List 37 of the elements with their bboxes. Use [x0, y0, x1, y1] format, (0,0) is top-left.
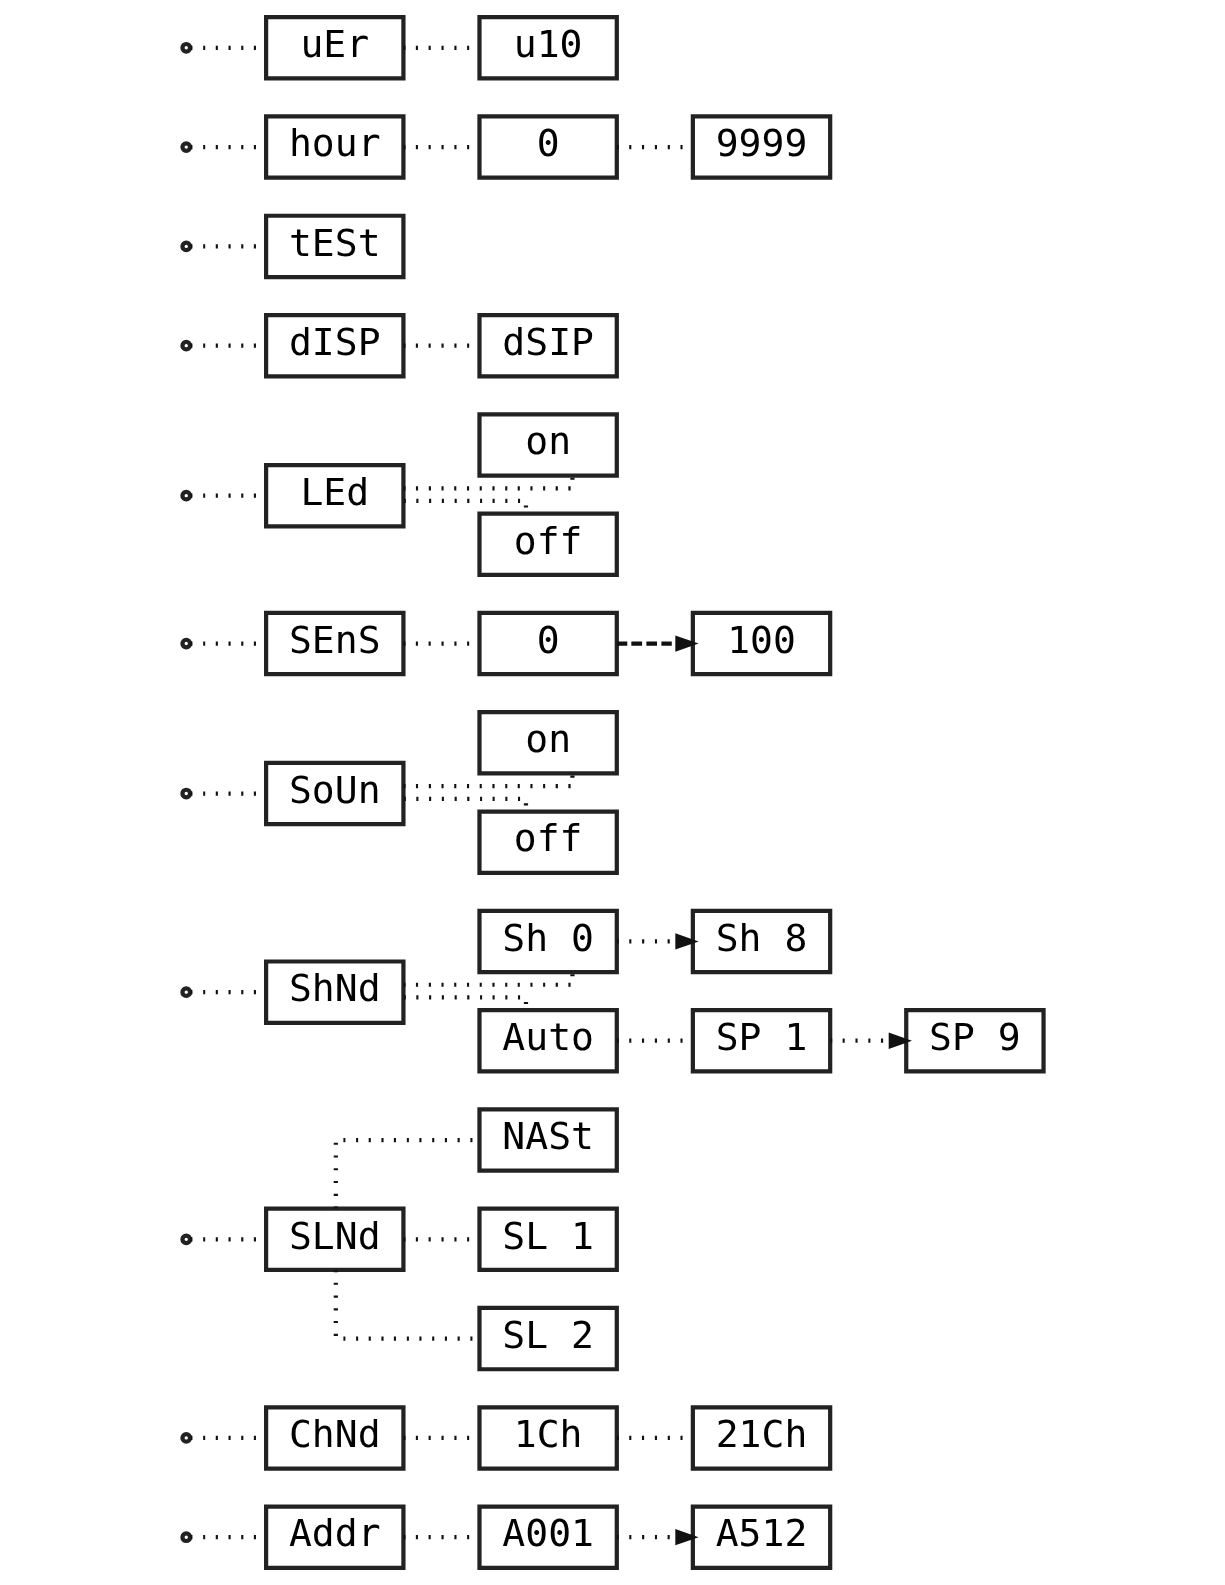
- node-box: Addr: [263, 1504, 406, 1570]
- node-box: hour: [263, 114, 406, 180]
- node-box: 1Ch: [476, 1405, 619, 1471]
- node-box: 21Ch: [690, 1405, 832, 1471]
- node-box: Auto: [476, 1008, 619, 1074]
- node-box: off: [476, 511, 619, 577]
- node-box: 0: [476, 114, 619, 180]
- node-box: Sh 8: [690, 908, 832, 975]
- node-box: SL 2: [476, 1305, 619, 1372]
- node-box: 9999: [690, 114, 832, 180]
- node-box: SLNd: [263, 1206, 406, 1273]
- node-box: ShNd: [263, 959, 406, 1025]
- node-box: uEr: [263, 15, 406, 81]
- node-box: SL 1: [476, 1206, 619, 1273]
- node-box: on: [476, 412, 619, 478]
- node-box: on: [476, 710, 619, 776]
- node-box: SP 9: [903, 1008, 1046, 1074]
- node-box: LEd: [263, 462, 406, 529]
- node-box: off: [476, 809, 619, 875]
- node-box: tESt: [263, 213, 406, 280]
- arrow: [616, 933, 699, 950]
- node-box: ChNd: [263, 1405, 406, 1471]
- node-box: Sh 0: [476, 908, 619, 975]
- node-box: 100: [690, 610, 832, 677]
- arrow: [829, 1032, 912, 1049]
- node-box: 0: [476, 610, 619, 677]
- node-box: SoUn: [263, 760, 406, 827]
- node-box: A512: [690, 1504, 832, 1570]
- node-box: A001: [476, 1504, 619, 1570]
- node-box: NASt: [476, 1107, 619, 1173]
- node-box: dISP: [263, 312, 406, 379]
- node-box: SP 1: [690, 1008, 832, 1074]
- node-box: SEnS: [263, 610, 406, 677]
- arrow: [616, 635, 699, 652]
- node-box: u10: [476, 15, 619, 81]
- node-box: dSIP: [476, 312, 619, 379]
- arrow: [616, 1529, 699, 1546]
